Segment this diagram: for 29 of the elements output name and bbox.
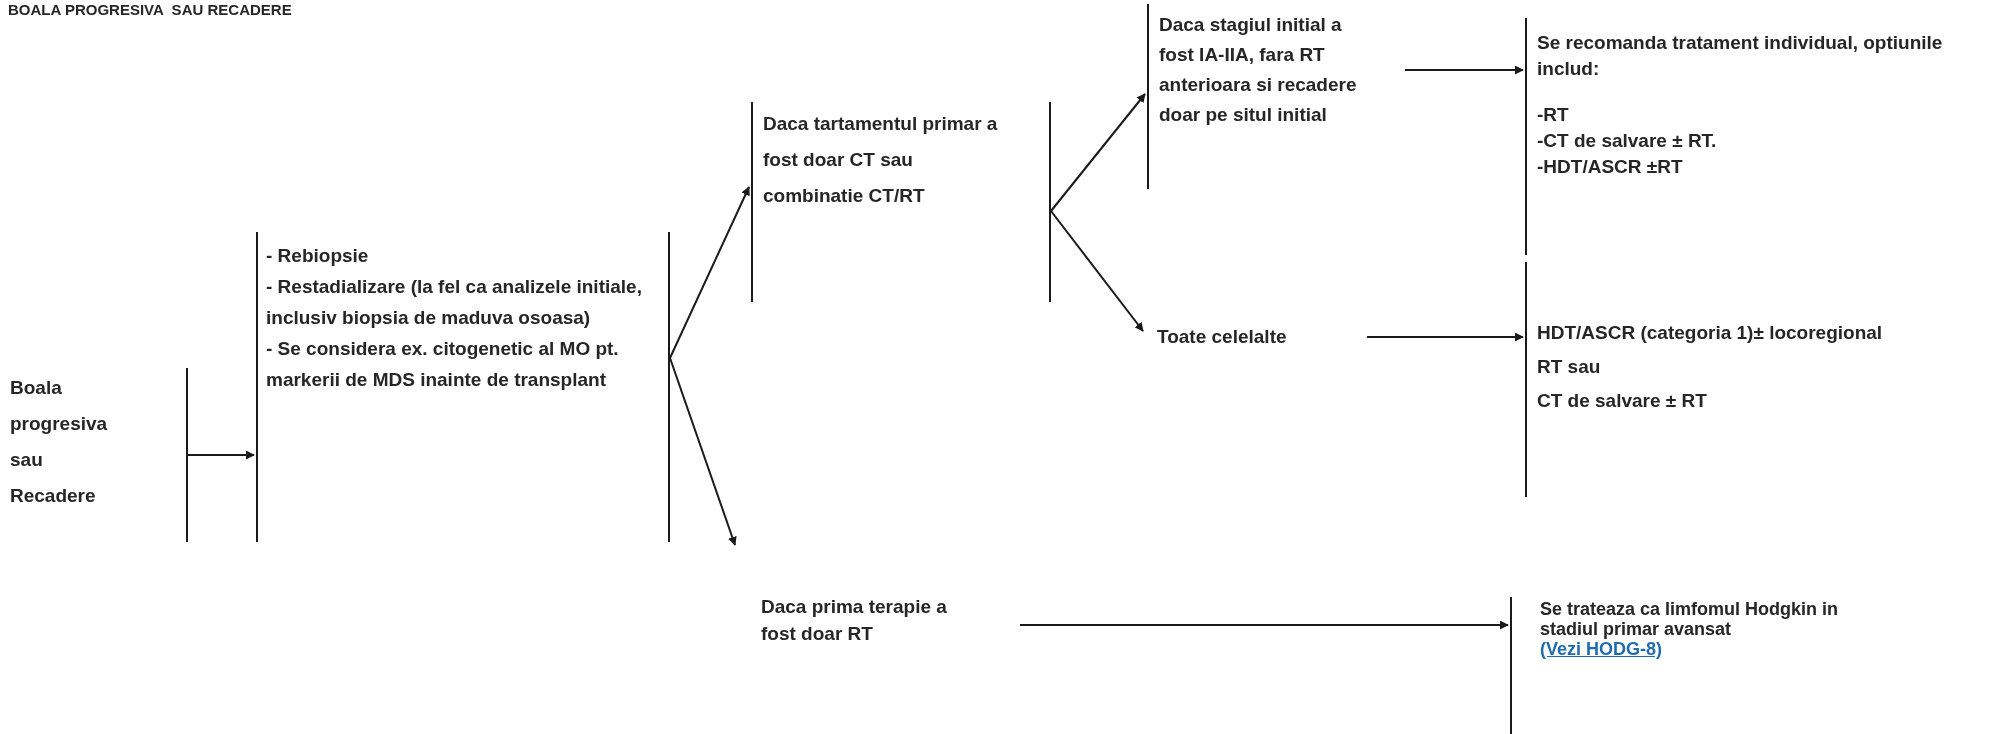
text-line: RT sau (1537, 355, 1602, 379)
label-text: Boala progresiva sau Recadere (10, 376, 109, 508)
text-line: HDT/ASCR (categoria 1)± locoregional (1537, 321, 1884, 345)
arrow (1050, 93, 1146, 212)
recommendation-text: Se trateaza ca limfomul Hodgkin in stadiul primar avansat (Vezi HODG-8) (1540, 599, 1840, 659)
label-text: Toate celelalte (1157, 325, 1288, 349)
label-text: Daca prima terapie a fost doar RT (761, 595, 948, 646)
arrow (669, 186, 750, 359)
workup-box (256, 232, 670, 542)
arrow (669, 357, 737, 546)
arrow (1019, 620, 1509, 630)
text-line: Daca stagiul initial a fost IA-IIA, fara RT anterioara si recadere doar pe situl initial (1159, 13, 1358, 127)
arrow (1404, 65, 1524, 75)
text-line: Daca tartamentul primar a fost doar CT sau combinatie CT/RT (763, 112, 999, 208)
text-line: - Rebiopsie (266, 244, 370, 268)
arrow (187, 450, 255, 460)
condition-box (751, 102, 1051, 302)
text-line: - Se considera ex. citogenetic al MO pt. markerii de MDS inainte de transplant (266, 337, 620, 392)
title: BOALA PROGRESIVA SAU RECADERE (8, 1, 292, 18)
reference-link: (Vezi HODG-8) (1540, 639, 1663, 659)
text-line: CT de salvare ± RT (1537, 389, 1708, 413)
text-line: - Restadializare (la fel ca analizele initiale, inclusiv biopsia de maduva osoasa) (266, 275, 643, 330)
text-line: -CT de salvare ± RT. (1537, 129, 1718, 153)
arrow (1050, 210, 1144, 332)
condition-text (8, 368, 188, 542)
text-line: -RT (1537, 103, 1570, 127)
text-line: -HDT/ASCR ±RT (1537, 155, 1684, 179)
arrow (1366, 332, 1524, 342)
heading-text: Se recomanda tratament individual, optiunile includ: (1537, 31, 1944, 81)
